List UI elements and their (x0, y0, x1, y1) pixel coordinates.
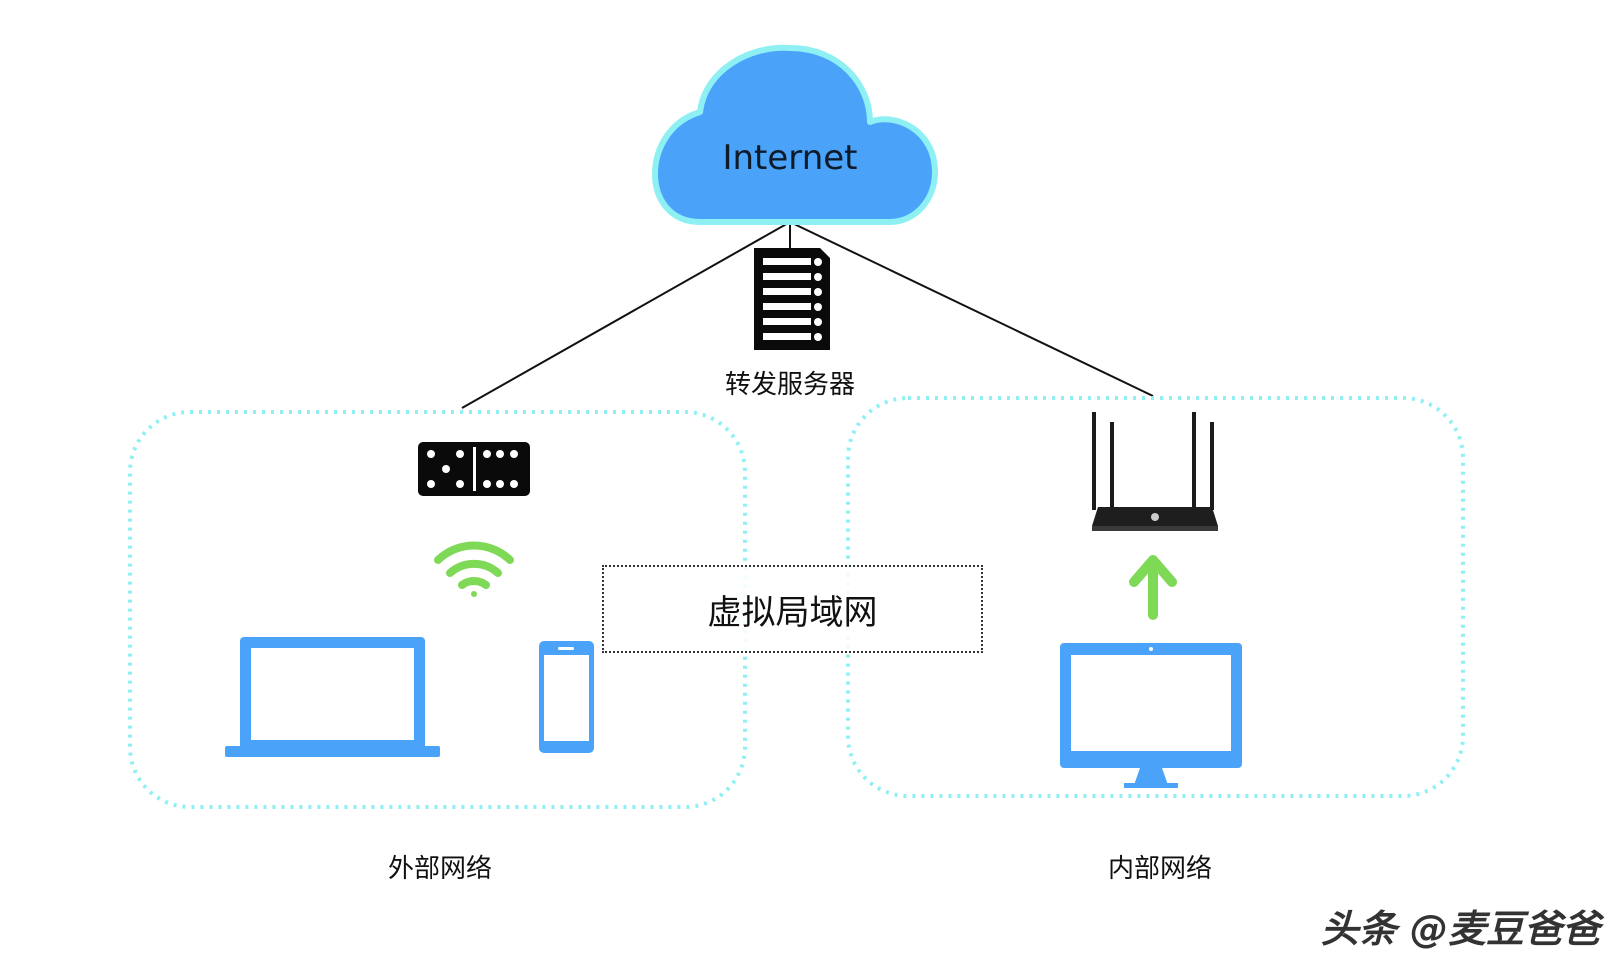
external-network-label: 外部网络 (387, 854, 492, 884)
internet-label: Internet (722, 138, 858, 178)
internal-network-label: 内部网络 (1107, 854, 1212, 884)
laptop-icon (225, 637, 440, 757)
cloud-icon (652, 44, 938, 225)
connection-lines (461, 221, 1154, 409)
router-icon (1092, 412, 1218, 531)
server-icon (754, 248, 830, 350)
modem-icon (418, 442, 530, 496)
line-internet-to-external (461, 221, 791, 409)
phone-icon (539, 641, 594, 753)
vlan-box: 虚拟局域网 (602, 565, 983, 653)
external-network-zone (128, 410, 747, 809)
server-label: 转发服务器 (724, 370, 855, 400)
up-arrow-icon (1129, 555, 1177, 620)
vlan-label: 虚拟局域网 (707, 592, 878, 633)
wifi-icon (434, 541, 514, 597)
watermark: 头条 @麦豆爸爸 (1320, 907, 1600, 951)
internal-network-zone (846, 396, 1465, 798)
line-internet-to-internal (789, 221, 1154, 397)
monitor-icon (1060, 643, 1242, 788)
